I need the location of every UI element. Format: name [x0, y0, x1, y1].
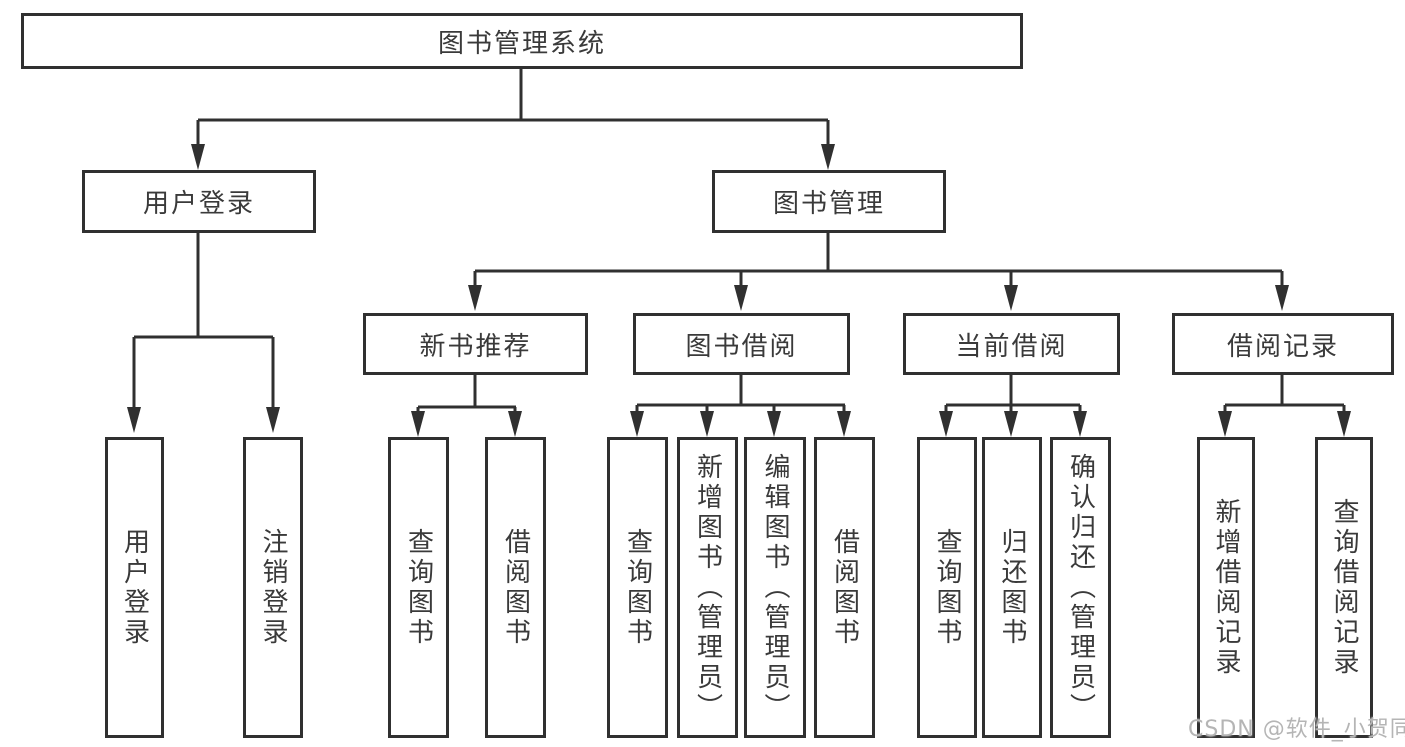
node-library-management-system: 图书管理系统 [21, 13, 1023, 69]
connector-stem [705, 405, 709, 412]
node-label: 查询图书 [932, 527, 962, 648]
connector-stem [1078, 405, 1082, 412]
node-new-book-recommendation: 新书推荐 [363, 313, 588, 375]
arrow-down-icon [1073, 411, 1087, 437]
node-current-borrowing: 当前借阅 [903, 313, 1120, 375]
node-label: 查询借阅记录 [1329, 497, 1359, 678]
node-label: 确认归还（管理员） [1065, 452, 1096, 723]
arrow-down-icon [767, 411, 781, 437]
arrow-down-icon [700, 411, 714, 437]
arrow-down-icon [191, 144, 205, 170]
node-book-borrowing: 图书借阅 [633, 313, 850, 375]
connector-bookmgmt-vline [826, 233, 830, 271]
leaf-add-book-admin: 新增图书（管理员） [677, 437, 738, 738]
watermark: CSDN @软件_小贺同学 [1188, 717, 1405, 742]
connector-stem [271, 337, 275, 407]
connector-borrowing-hline [637, 403, 845, 407]
arrow-down-icon [1218, 411, 1232, 437]
connector-stem [132, 337, 136, 407]
arrow-down-icon [266, 407, 280, 433]
node-label: 用户登录 [119, 527, 150, 648]
connector-userlogin-hline [134, 335, 273, 339]
connector-root-vline [519, 68, 523, 120]
node-label: 借阅图书 [500, 527, 531, 648]
node-label: 图书借阅 [685, 331, 798, 362]
connector-newbook-vline [473, 375, 477, 407]
node-label: 图书管理 [772, 189, 885, 219]
connector-stem [416, 407, 420, 412]
connector-current-vline [1009, 375, 1013, 405]
connector-userlogin-vline [196, 233, 200, 337]
leaf-query-books-1: 查询图书 [388, 437, 449, 738]
leaf-edit-book-admin: 编辑图书（管理员） [744, 437, 806, 738]
connector-records-hline [1225, 403, 1344, 407]
leaf-return-book: 归还图书 [982, 437, 1042, 738]
node-label: 当前借阅 [955, 331, 1068, 362]
node-label: 用户登录 [142, 189, 255, 219]
node-label: 注销登录 [258, 527, 288, 648]
connector-stem [1280, 271, 1284, 285]
arrow-down-icon [508, 411, 522, 437]
node-label: 查询图书 [622, 527, 653, 648]
leaf-borrow-books-1: 借阅图书 [485, 437, 546, 738]
connector-stem [944, 405, 948, 412]
connector-stem [1342, 405, 1346, 412]
connector-newbook-hline [418, 405, 516, 409]
node-borrowing-records: 借阅记录 [1172, 313, 1394, 375]
leaf-query-books-3: 查询图书 [917, 437, 977, 738]
node-label: 查询图书 [403, 527, 434, 648]
connector-stem [635, 405, 639, 412]
arrow-down-icon [734, 285, 748, 311]
arrow-down-icon [939, 411, 953, 437]
leaf-add-borrow-record: 新增借阅记录 [1197, 437, 1255, 738]
connector-stem [842, 405, 846, 412]
node-label: 新增借阅记录 [1211, 497, 1241, 678]
leaf-query-borrow-record: 查询借阅记录 [1315, 437, 1373, 738]
connector-bookmgmt-hline [475, 269, 1282, 273]
leaf-query-books-2: 查询图书 [607, 437, 668, 738]
connector-root-hline [198, 118, 828, 122]
connector-stem [826, 120, 830, 144]
arrow-down-icon [1004, 411, 1018, 437]
connector-stem [739, 271, 743, 285]
node-label: 借阅记录 [1226, 331, 1339, 362]
node-label: 新增图书（管理员） [692, 452, 723, 723]
connector-stem [772, 405, 776, 412]
leaf-logout: 注销登录 [243, 437, 303, 738]
connector-borrowing-vline [739, 375, 743, 405]
connector-stem [1009, 405, 1013, 412]
leaf-user-login: 用户登录 [105, 437, 164, 738]
connector-records-vline [1280, 375, 1284, 405]
node-user-login: 用户登录 [82, 170, 316, 233]
node-label: 编辑图书（管理员） [760, 452, 790, 723]
connector-stem [1009, 271, 1013, 285]
arrow-down-icon [127, 407, 141, 433]
connector-stem [1223, 405, 1227, 412]
node-label: 新书推荐 [419, 331, 532, 362]
connector-stem [513, 407, 517, 412]
node-label: 图书管理系统 [437, 28, 606, 59]
arrow-down-icon [1275, 285, 1289, 311]
connector-current-hline [946, 403, 1080, 407]
leaf-confirm-return-admin: 确认归还（管理员） [1050, 437, 1111, 738]
node-book-management: 图书管理 [712, 170, 946, 233]
arrow-down-icon [630, 411, 644, 437]
connector-stem [473, 271, 477, 285]
node-label: 归还图书 [997, 527, 1027, 648]
arrow-down-icon [821, 144, 835, 170]
connector-stem [196, 120, 200, 144]
arrow-down-icon [468, 285, 482, 311]
node-label: 借阅图书 [829, 527, 860, 648]
leaf-borrow-books-2: 借阅图书 [814, 437, 875, 738]
arrow-down-icon [411, 411, 425, 437]
arrow-down-icon [837, 411, 851, 437]
arrow-down-icon [1337, 411, 1351, 437]
arrow-down-icon [1004, 285, 1018, 311]
